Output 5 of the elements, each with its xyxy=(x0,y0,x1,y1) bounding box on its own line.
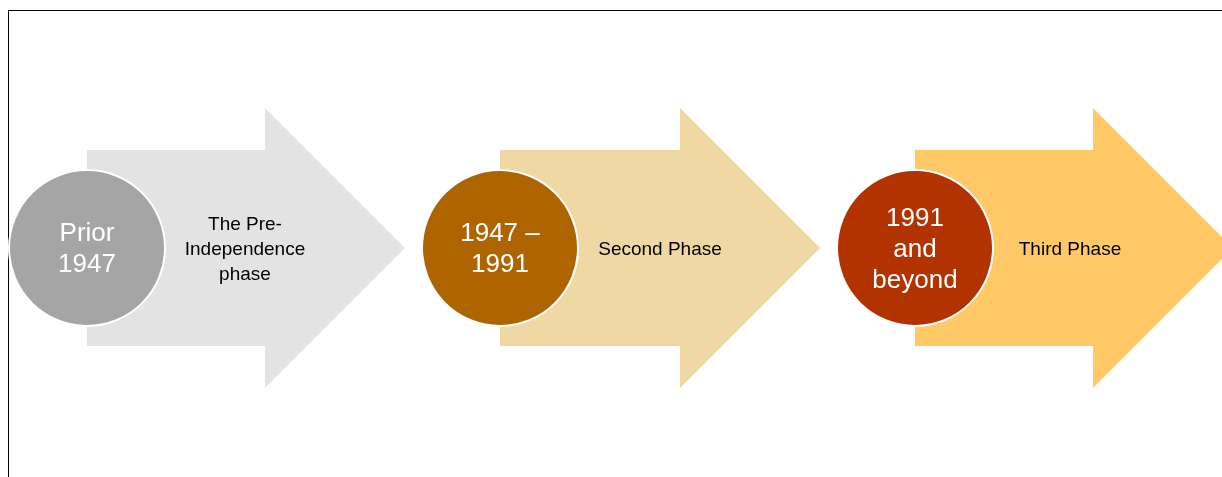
year-circle: 1947 – 1991 xyxy=(421,169,579,327)
year-circle: 1991 and beyond xyxy=(836,169,994,327)
phase-label: The Pre-Independence phase xyxy=(183,211,307,286)
phase-label: Third Phase xyxy=(1017,236,1123,261)
phase-label: Second Phase xyxy=(597,236,723,261)
